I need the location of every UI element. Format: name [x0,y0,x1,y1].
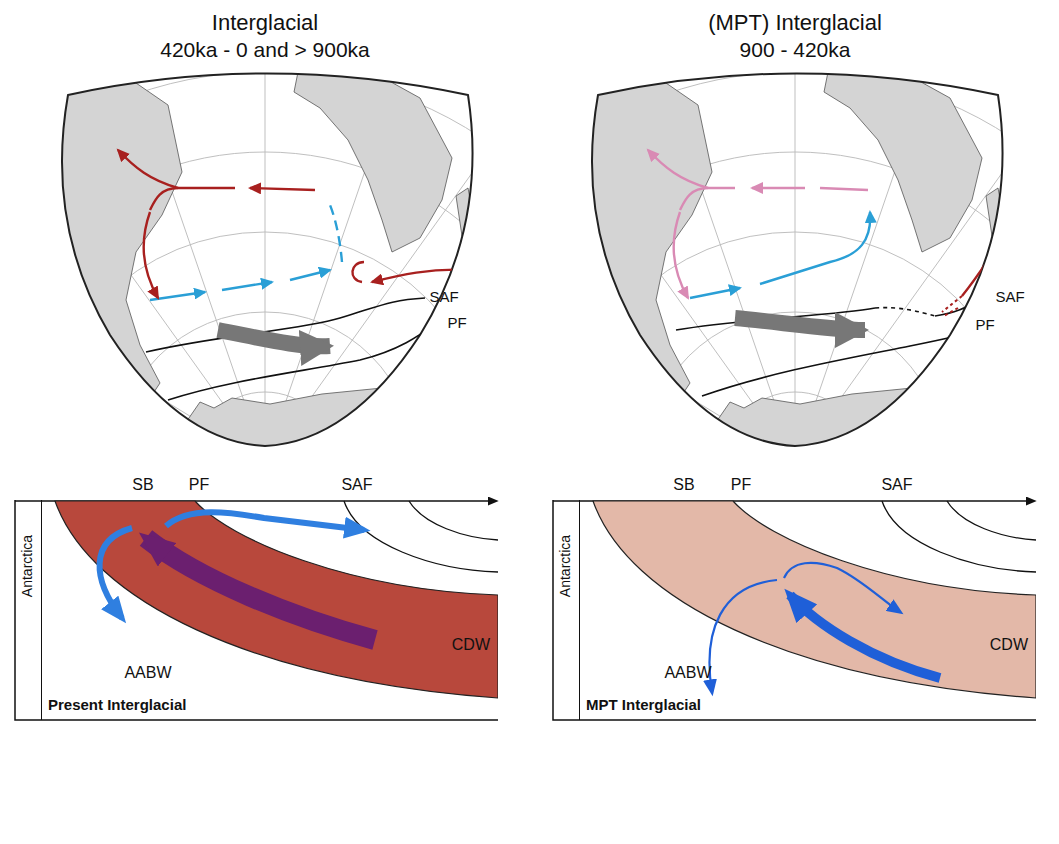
panel-caption: MPT Interglacial [586,696,701,713]
water-mass-label: AABW [124,664,171,682]
upwelling-arrow [146,538,375,640]
panel-caption: Present Interglacial [48,696,186,713]
front-label: PF [447,314,466,331]
upwelling-arrow [790,595,940,678]
front-contour [947,501,1036,540]
front-label: SB [132,476,153,494]
continent-strip: Antarctica [552,500,580,720]
title-subheading: 900 - 420ka [740,38,851,62]
band-label: CDW [452,636,490,654]
cdw-band-shape [14,500,498,720]
continent-strip: Antarctica [14,500,42,720]
title-heading: (MPT) Interglacial [708,10,882,35]
front-label: SB [673,476,694,494]
front-label: SAF [881,476,912,494]
front-label: SAF [341,476,372,494]
front-label: SAF [429,288,458,305]
water-mass-label: AABW [664,664,711,682]
northward-arrow [784,563,900,612]
map-illustration [0,0,1059,470]
band-label: CDW [990,636,1028,654]
aabw-arrow [710,580,777,692]
front-contour [882,501,1036,572]
title-subheading: 420ka - 0 and > 900ka [160,38,370,62]
continent-label: Antarctica [557,535,573,597]
front-label: PF [975,316,994,333]
aabw-arrow [100,528,132,618]
front-label: PF [189,476,209,494]
cdw-band: CDW [552,500,1036,720]
section-panel: Present Interglacial AntarcticaCDW [14,500,498,720]
front-contour [409,501,498,540]
cdw-band: CDW [14,500,498,720]
front-label: SAF [995,288,1024,305]
title-heading: Interglacial [212,10,318,35]
front-label: PF [731,476,751,494]
cdw-band-shape [552,500,1036,720]
continent-label: Antarctica [19,535,35,597]
northward-arrow [166,512,364,530]
section-panel: MPT Interglacial AntarcticaCDW [552,500,1036,720]
front-contour [344,501,498,572]
